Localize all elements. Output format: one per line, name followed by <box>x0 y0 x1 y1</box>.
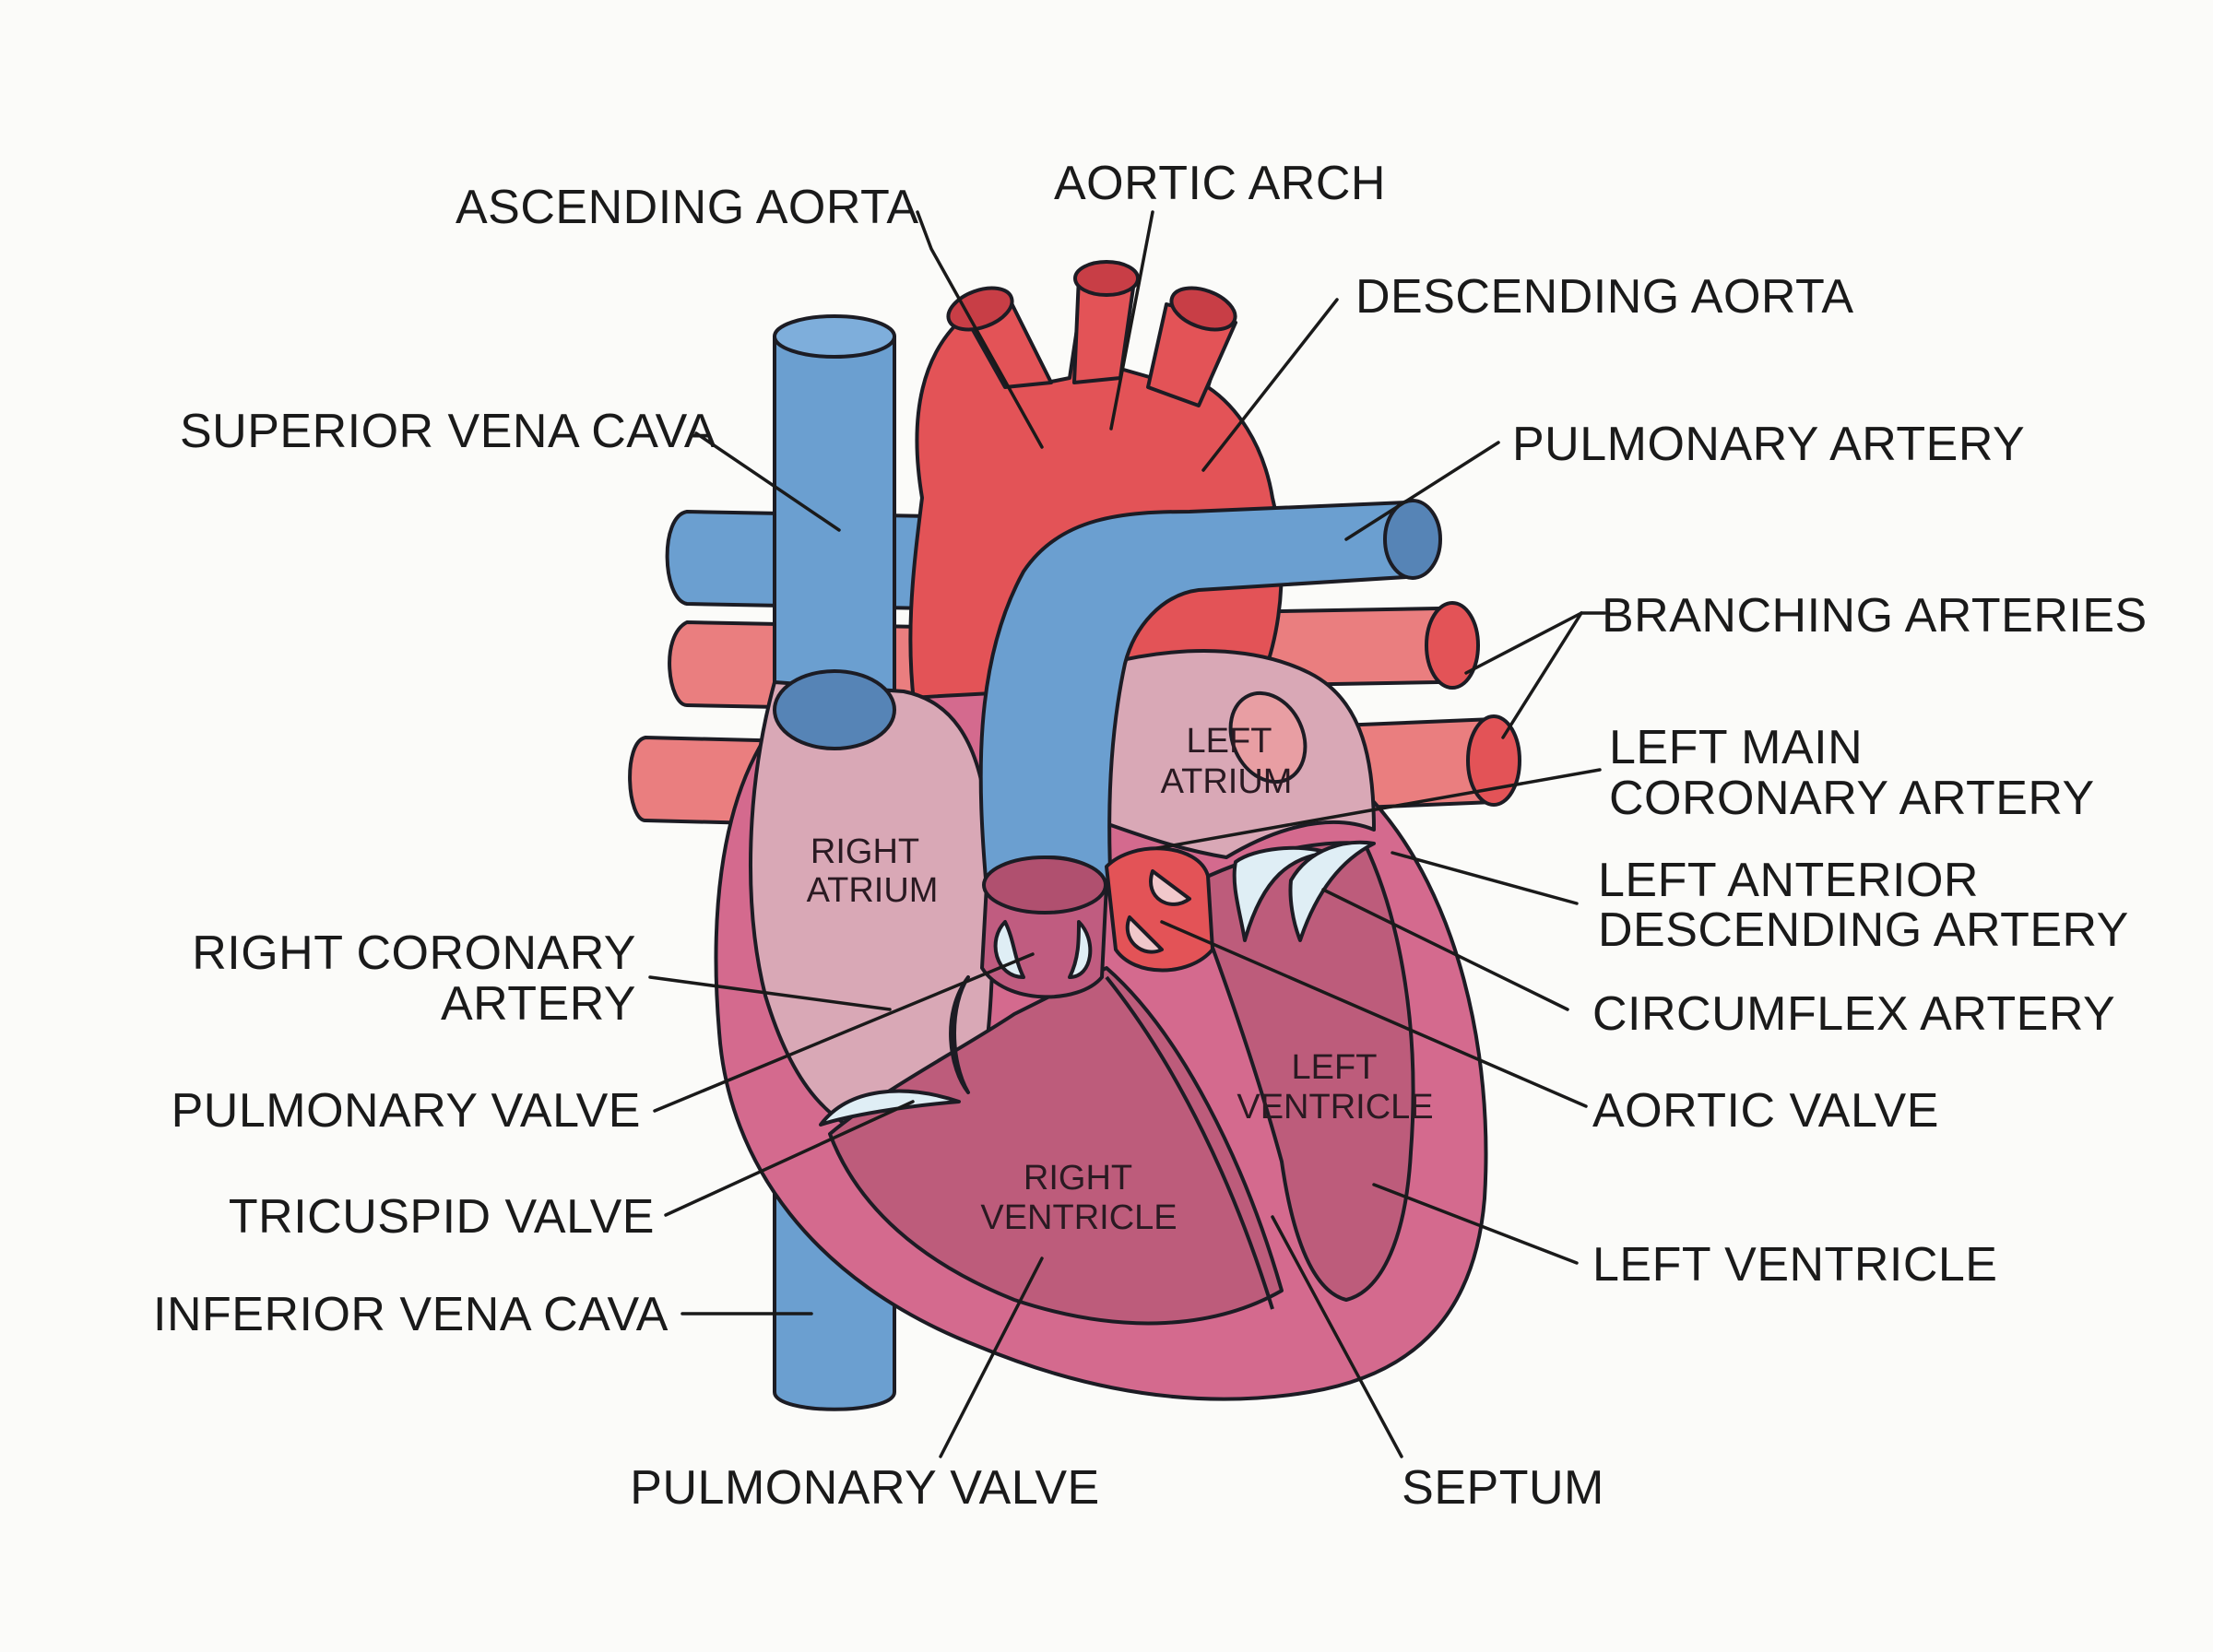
leader-left-ventricle <box>1372 1183 1579 1265</box>
valve-leaflets <box>819 840 1376 1127</box>
leader-right-coronary <box>648 975 892 1011</box>
label-circumflex: CIRCUMFLEX ARTERY <box>1592 987 2115 1041</box>
leader-pulmonary-valve-bottom <box>939 1257 1044 1458</box>
pulmonary-artery <box>978 499 1442 891</box>
label-inferior-vena-cava: INFERIOR VENA CAVA <box>153 1288 669 1341</box>
leader-aortic-arch <box>1109 210 1154 431</box>
right-atrium-label-2: ATRIUM <box>807 871 939 910</box>
right-ventricle <box>828 966 1284 1326</box>
label-branching-arteries: BRANCHING ARTERIES <box>1602 589 2148 643</box>
label-descending-aorta: DESCENDING AORTA <box>1355 270 1854 324</box>
leader-ascending-aorta <box>916 210 1044 449</box>
leader-branching-2 <box>1501 611 1583 739</box>
label-left-anterior-descending-1: LEFT ANTERIOR <box>1598 854 1979 907</box>
leader-tricuspid <box>664 1100 915 1217</box>
label-right-coronary-1: RIGHT CORONARY <box>192 926 636 980</box>
leader-left-anterior-descending <box>1391 851 1579 905</box>
label-left-anterior-descending-2: DESCENDING ARTERY <box>1598 903 2129 957</box>
leader-pulmonary-valve-upper <box>653 952 1035 1113</box>
septum-line <box>1105 975 1274 1310</box>
label-left-main-coronary-1: LEFT MAIN <box>1609 721 1863 774</box>
left-atrium <box>1087 649 1376 859</box>
chamber-labels: RIGHT ATRIUM LEFT ATRIUM LEFT VENTRICLE … <box>807 722 1434 1237</box>
label-right-coronary-2: ARTERY <box>441 977 636 1031</box>
label-ascending-aorta: ASCENDING AORTA <box>456 181 919 234</box>
leader-septum <box>1271 1215 1403 1458</box>
right-atrium-label-1: RIGHT <box>811 832 919 871</box>
left-ventricle-label-1: LEFT <box>1292 1048 1378 1087</box>
right-ventricle-label-1: RIGHT <box>1024 1159 1132 1198</box>
left-atrium-label-2: ATRIUM <box>1161 762 1293 801</box>
left-atrium-label-1: LEFT <box>1187 722 1272 761</box>
label-left-ventricle: LEFT VENTRICLE <box>1592 1238 1997 1292</box>
external-labels: ASCENDING AORTA AORTIC ARCH DESCENDING A… <box>153 157 2148 1515</box>
label-pulmonary-valve-bottom: PULMONARY VALVE <box>630 1461 1099 1515</box>
leader-aortic-valve <box>1160 920 1588 1108</box>
leader-left-main-coronary <box>1155 768 1602 850</box>
leader-superior-vena-cava <box>694 431 841 532</box>
right-atrium <box>749 669 995 1145</box>
leader-branching-1 <box>1464 611 1583 675</box>
label-left-main-coronary-2: CORONARY ARTERY <box>1609 772 2095 825</box>
right-ventricle-label-2: VENTRICLE <box>980 1198 1177 1237</box>
leader-lines <box>648 210 1606 1458</box>
label-tricuspid-valve: TRICUSPID VALVE <box>229 1190 655 1244</box>
left-ventricle-label-2: VENTRICLE <box>1237 1088 1433 1127</box>
label-septum: SEPTUM <box>1402 1461 1604 1515</box>
label-superior-vena-cava: SUPERIOR VENA CAVA <box>180 405 716 458</box>
leader-descending-aorta <box>1201 298 1339 472</box>
label-aortic-valve: AORTIC VALVE <box>1592 1084 1939 1138</box>
leader-circumflex <box>1321 888 1569 1011</box>
label-pulmonary-artery: PULMONARY ARTERY <box>1512 418 2025 471</box>
label-pulmonary-valve-upper: PULMONARY VALVE <box>172 1084 641 1138</box>
label-aortic-arch: AORTIC ARCH <box>1054 157 1386 210</box>
leader-pulmonary-artery <box>1344 441 1500 541</box>
